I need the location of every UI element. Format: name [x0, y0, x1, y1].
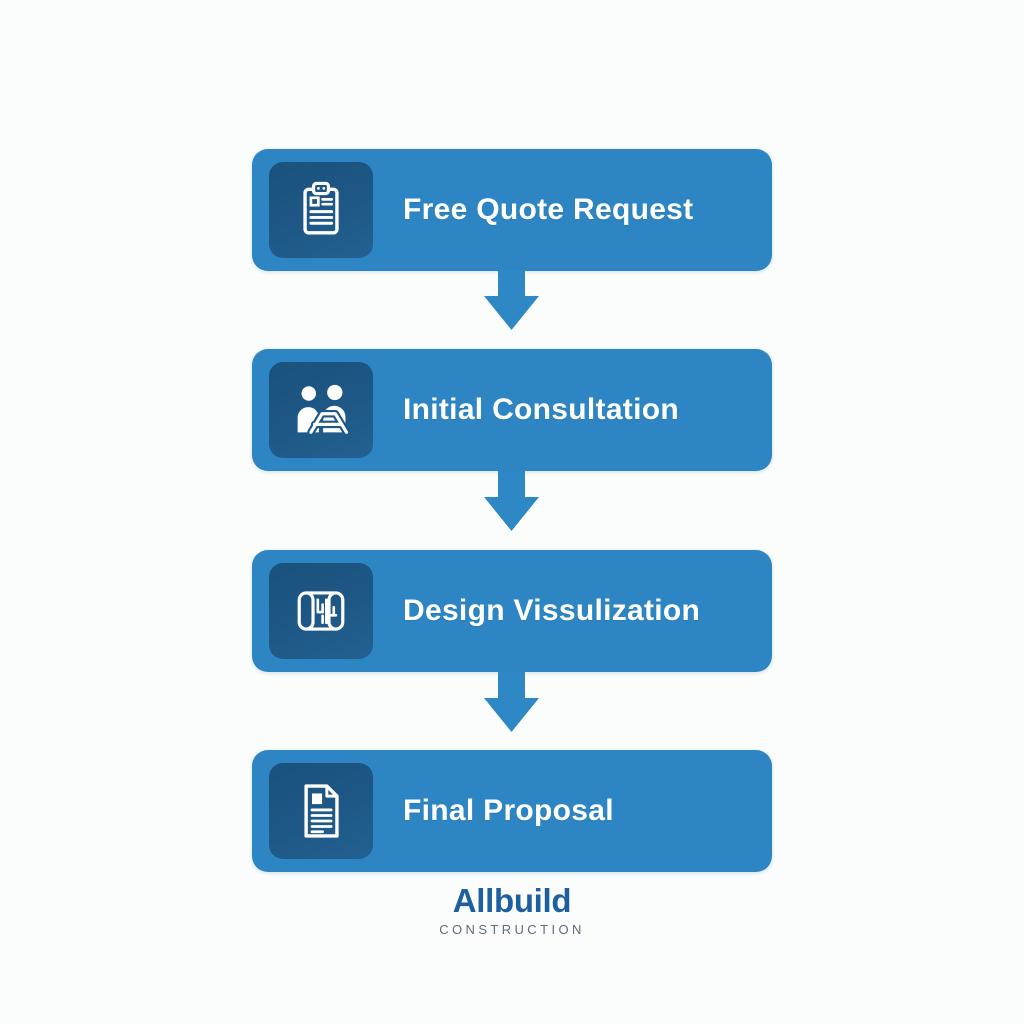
flow-step-final-proposal: Final Proposal: [252, 750, 772, 872]
clipboard-icon: [303, 181, 339, 235]
icon-tile: [269, 563, 373, 659]
blueprint-icon: [297, 591, 345, 631]
flow-step-initial-consultation: Initial Consultation: [252, 349, 772, 471]
flow-step-free-quote-request: Free Quote Request: [252, 149, 772, 271]
step-label: Free Quote Request: [403, 193, 694, 226]
icon-tile: [269, 362, 373, 458]
icon-tile: [269, 763, 373, 859]
step-label: Initial Consultation: [403, 393, 679, 426]
brand-logo: Allbuild CONSTRUCTION: [0, 884, 1024, 937]
down-arrow-icon: [484, 471, 539, 531]
brand-name: Allbuild: [452, 882, 572, 919]
people-meeting-icon: [297, 384, 351, 437]
down-arrow-icon: [484, 270, 539, 330]
flow-step-design-visualization: Design Vissulization: [252, 550, 772, 672]
down-arrow-icon: [484, 672, 539, 732]
brand-tagline: CONSTRUCTION: [439, 922, 585, 937]
document-icon: [304, 784, 339, 838]
step-label: Design Vissulization: [403, 594, 701, 627]
step-label: Final Proposal: [403, 794, 614, 827]
icon-tile: [269, 162, 373, 258]
